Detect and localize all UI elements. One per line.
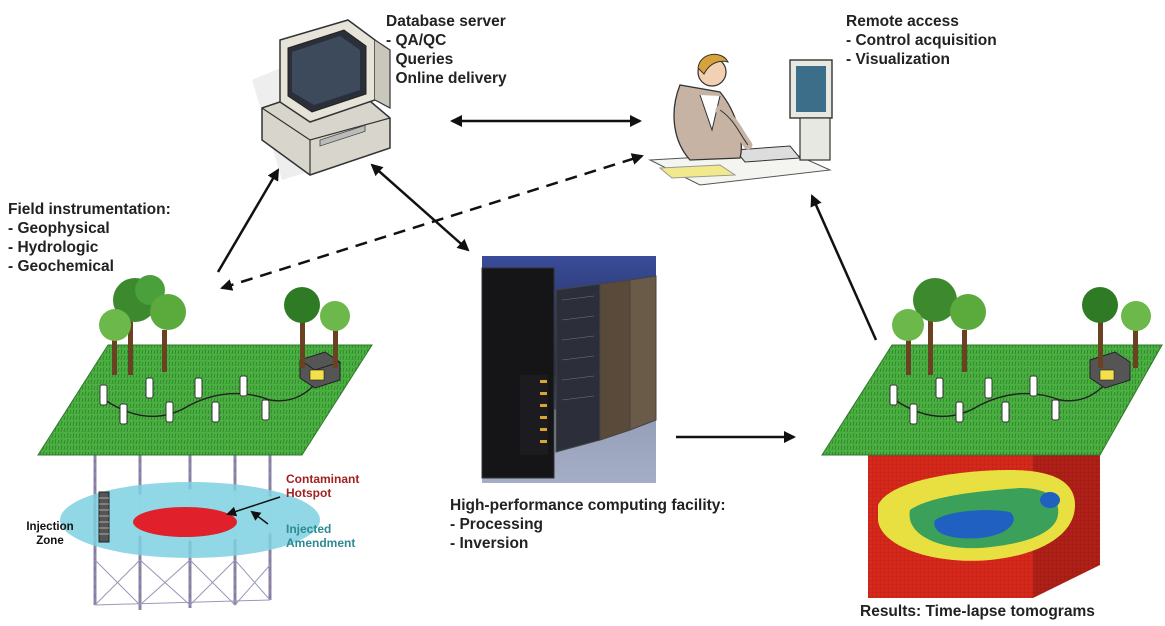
tree-icon <box>950 294 986 372</box>
hpc-server-room-image <box>481 256 657 483</box>
remote-access-item: - Control acquisition <box>846 32 997 49</box>
field-site-illustration <box>37 275 373 610</box>
field-instrumentation-item: - Hydrologic <box>8 239 99 256</box>
tree-icon <box>892 309 924 375</box>
injected-amendment-label: Injected Amendment <box>286 522 356 550</box>
tree-icon <box>99 309 131 375</box>
database-server-label: Database server - QA/QC - Queries - Onli… <box>386 12 507 88</box>
hpc-item: - Inversion <box>450 535 529 552</box>
remote-access-item: - Visualization <box>846 51 950 68</box>
tree-icon <box>284 287 320 368</box>
field-remote-dashed-arrow <box>220 153 644 291</box>
hpc-item: - Processing <box>450 516 544 533</box>
database-server-item: - Online delivery <box>386 70 507 87</box>
tree-icon <box>1082 287 1118 368</box>
connection-arrows <box>216 115 878 443</box>
database-server-item: - Queries <box>386 51 454 68</box>
field-instrumentation-title: Field instrumentation: <box>8 201 171 218</box>
hpc-label: High-performance computing facility: - P… <box>450 496 726 553</box>
database-server-item: - QA/QC <box>386 32 447 49</box>
database-server-title: Database server <box>386 13 506 30</box>
db-hpc-arrow <box>370 163 470 252</box>
contaminant-hotspot-label: Contaminant Hotspot <box>286 472 360 500</box>
results-tomogram-illustration <box>821 278 1163 598</box>
database-server-computer-icon <box>252 19 391 180</box>
remote-access-label: Remote access - Control acquisition - Vi… <box>846 12 997 69</box>
tree-icon <box>150 294 186 372</box>
field-instrumentation-item: - Geochemical <box>8 258 114 275</box>
results-label: Results: Time-lapse tomograms <box>860 602 1095 621</box>
injection-zone-label: Injection Zone <box>26 521 74 547</box>
remote-access-user-icon <box>648 53 833 186</box>
field-instrumentation-item: - Geophysical <box>8 220 110 237</box>
field-db-arrow <box>216 168 280 273</box>
results-remote-arrow <box>810 194 878 341</box>
tree-icon <box>913 278 957 375</box>
field-instrumentation-label: Field instrumentation: - Geophysical - H… <box>8 200 171 276</box>
hpc-title: High-performance computing facility: <box>450 497 726 514</box>
tree-icon <box>1121 301 1151 368</box>
remote-access-title: Remote access <box>846 13 959 30</box>
results-title: Results: Time-lapse tomograms <box>860 603 1095 620</box>
tree-icon <box>113 275 165 375</box>
tree-icon <box>320 301 350 368</box>
